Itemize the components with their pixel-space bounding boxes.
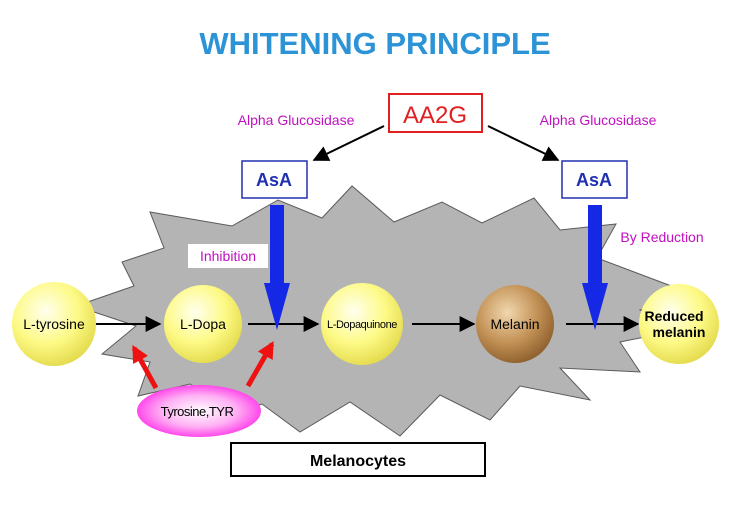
inhibition-label-bg	[188, 244, 268, 268]
node-l-tyrosine-label: L-tyrosine	[23, 316, 85, 332]
inhibition-label: Inhibition	[200, 248, 256, 264]
node-reduced-melanin	[639, 284, 719, 364]
aa2g-label: AA2G	[403, 102, 467, 129]
node-reduced-melanin-line2: melanin	[653, 324, 706, 340]
node-l-dopaquinone	[321, 283, 403, 365]
node-reduced-melanin-line1: Reduced	[644, 308, 703, 324]
arrow-aa2g-to-asa-left	[312, 125, 385, 161]
enzyme-bubble	[137, 385, 261, 437]
melanocytes-box	[230, 442, 486, 477]
alpha-glucosidase-label-left: Alpha Glucosidase	[238, 112, 355, 128]
reduction-label: By Reduction	[620, 229, 703, 245]
asa-box-right	[561, 160, 628, 199]
alpha-glucosidase-label-right: Alpha Glucosidase	[540, 112, 657, 128]
asa-box-left	[241, 160, 308, 199]
node-l-dopaquinone-label: L-Dopaquinone	[327, 319, 397, 331]
aa2g-box	[388, 93, 483, 133]
red-arrow-to-second-step	[245, 341, 275, 388]
node-l-dopa-label: L-Dopa	[180, 316, 226, 332]
node-reduced-melanin-label: Reduced melanin	[644, 308, 707, 340]
node-l-dopa	[164, 285, 242, 363]
diagram-title: WHITENING PRINCIPLE	[199, 26, 550, 61]
red-arrow-to-first-step	[131, 345, 159, 390]
arrow-aa2g-to-asa-right	[487, 125, 560, 161]
asa-label-right: AsA	[576, 170, 612, 190]
node-l-tyrosine	[12, 282, 96, 366]
asa-label-left: AsA	[256, 170, 292, 190]
enzyme-bubble-label: Tyrosine,TYR	[161, 404, 234, 419]
melanocytes-label: Melanocytes	[310, 453, 406, 470]
node-melanin	[476, 285, 554, 363]
blue-arrow-inhibition-head	[264, 283, 290, 330]
blue-arrow-reduction-shaft	[588, 205, 602, 285]
blue-arrow-reduction-head	[582, 283, 608, 330]
blue-arrow-inhibition-shaft	[270, 205, 284, 285]
node-melanin-label: Melanin	[490, 316, 539, 332]
